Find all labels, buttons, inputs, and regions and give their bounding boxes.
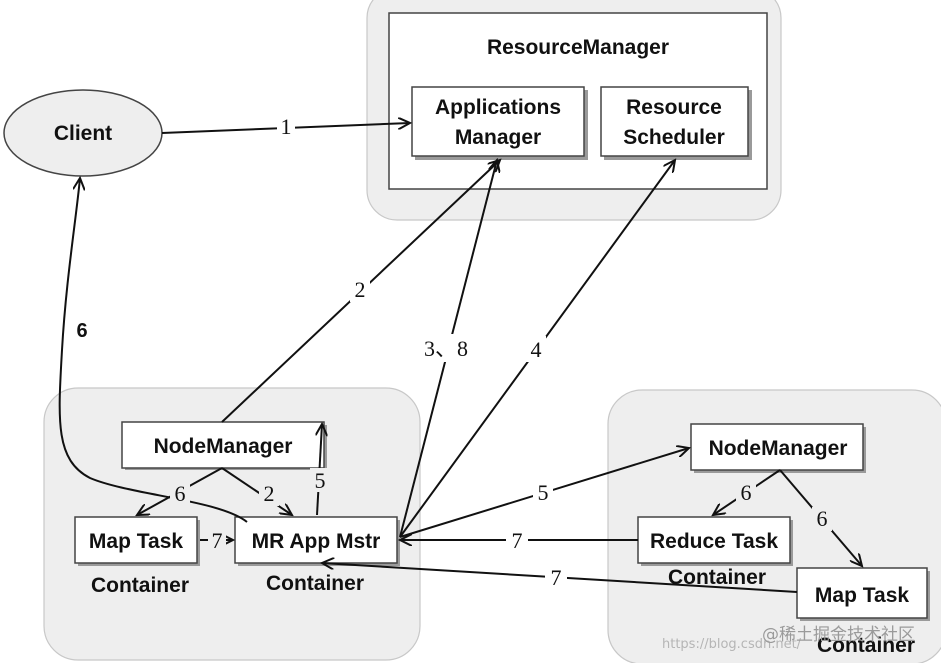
resource-scheduler-label-line1: Resource (626, 96, 722, 119)
node-manager-left-label: NodeManager (154, 435, 293, 458)
edge-label-6-right-reduce: 6 (741, 480, 752, 505)
edge-label-6-left: 6 (175, 481, 186, 506)
applications-manager-box (411, 86, 585, 157)
applications-manager-label-line2: Manager (455, 126, 541, 149)
mr-app-master-label: MR App Mstr (252, 530, 381, 553)
watermark-community: @稀土掘金技术社区 (762, 625, 915, 645)
edge-label-6-client: 6 (76, 320, 87, 342)
arrow-node-manager-to-mr-master (221, 467, 292, 515)
edge-label-2-left: 2 (264, 481, 275, 506)
edge-label-2-top: 2 (355, 277, 366, 302)
node-manager-right-label: NodeManager (709, 437, 848, 460)
edge-label-7-left: 7 (212, 528, 223, 553)
resource-manager-label: ResourceManager (487, 36, 669, 59)
map-task-left-label: Map Task (89, 530, 183, 553)
edge-label-6-right-map: 6 (817, 506, 828, 531)
map-task-left-box (74, 516, 198, 564)
container-map-left-label: Container (91, 574, 189, 597)
reduce-task-label: Reduce Task (650, 530, 778, 553)
container-mr-label: Container (266, 572, 364, 595)
edge-label-5-right: 5 (538, 480, 549, 505)
watermark-url: https://blog.csdn.net/ (662, 637, 802, 652)
reduce-task-box (637, 516, 791, 564)
edge-label-3-8: 3、8 (424, 336, 468, 361)
map-task-right-label: Map Task (815, 584, 909, 607)
node-manager-left-box (121, 421, 325, 469)
resource-scheduler-label-line2: Scheduler (623, 126, 725, 149)
edge-label-7-mid: 7 (512, 528, 523, 553)
edge-label-5-left: 5 (315, 468, 326, 493)
edge-label-7-bottom: 7 (551, 565, 562, 590)
client-label: Client (54, 122, 112, 145)
container-reduce-label: Container (668, 566, 766, 589)
edge-label-4: 4 (531, 337, 542, 362)
mr-app-master-box (234, 516, 398, 564)
applications-manager-label-line1: Applications (435, 96, 561, 119)
container-map-right-label: Container (817, 634, 915, 657)
map-task-right-box (796, 567, 928, 619)
resource-scheduler-box (600, 86, 749, 157)
edge-label-1: 1 (281, 114, 292, 139)
